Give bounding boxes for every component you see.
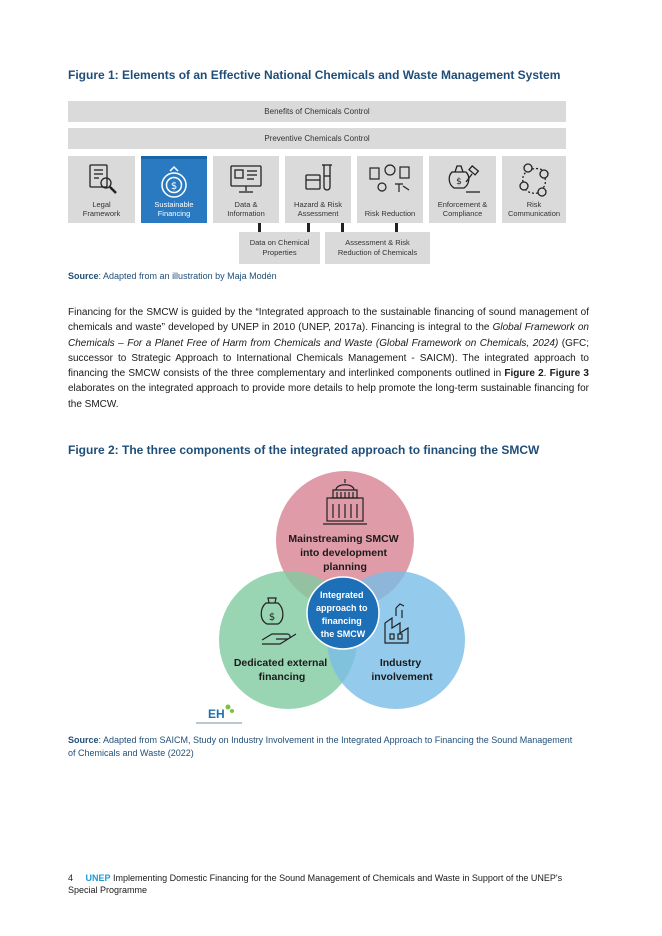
people-network-icon <box>514 162 554 200</box>
page-number: 4 <box>68 873 73 883</box>
paragraph-text: elaborates on the integrated approach to… <box>68 383 589 409</box>
figure-2-source: Source: Adapted from SAICM, Study on Ind… <box>68 734 578 760</box>
element-label: Legal Framework <box>83 200 121 220</box>
source-text: : Adapted from an illustration by Maja M… <box>99 271 277 281</box>
connector-tick <box>395 223 398 232</box>
svg-text:EH: EH <box>208 707 225 721</box>
connector-tick <box>341 223 344 232</box>
element-data-information: Data & Information <box>213 156 279 223</box>
gavel-icon: $ <box>444 162 482 196</box>
sub-box-assessment-risk: Assessment & Risk Reduction of Chemicals <box>325 232 430 264</box>
svg-text:$: $ <box>171 181 177 192</box>
eh-logo: EH <box>196 705 242 725</box>
element-enforcement-compliance: $ Enforcement & Compliance <box>429 156 496 223</box>
sub-box-data-properties: Data on Chemical Properties <box>239 232 320 264</box>
element-label: Risk Reduction <box>365 209 415 219</box>
benefits-bar: Benefits of Chemicals Control <box>68 101 566 122</box>
unep-label: UNEP <box>86 873 111 883</box>
source-label: Source <box>68 271 99 281</box>
computer-data-icon <box>228 162 264 196</box>
element-label: Enforcement & Compliance <box>438 200 488 220</box>
money-bag-icon: $ <box>156 165 192 201</box>
figure-2-reference: Figure 2 <box>504 368 543 379</box>
page-footer: 4 UNEP Implementing Domestic Financing f… <box>68 872 588 896</box>
element-risk-communication: Risk Communication <box>502 156 566 223</box>
figure-1-title: Figure 1: Elements of an Effective Natio… <box>68 68 560 82</box>
element-label: Hazard & Risk Assessment <box>294 200 342 220</box>
legal-document-icon <box>85 162 119 196</box>
body-paragraph: Financing for the SMCW is guided by the … <box>68 305 589 412</box>
element-label: Sustainable Financing <box>154 200 193 220</box>
venn-diagram: $ Mainstreaming SMCW into development pl… <box>190 468 480 730</box>
connector-tick <box>258 223 261 232</box>
lab-test-tube-icon <box>301 162 335 194</box>
element-risk-reduction: Risk Reduction <box>357 156 423 223</box>
element-sustainable-financing: $ Sustainable Financing <box>141 156 207 223</box>
connector-tick <box>307 223 310 232</box>
svg-text:$: $ <box>269 612 275 623</box>
element-label: Data & Information <box>227 200 265 220</box>
svg-text:$: $ <box>456 177 462 187</box>
figure-3-reference: Figure 3 <box>550 368 589 379</box>
footer-text: Implementing Domestic Financing for the … <box>68 873 562 895</box>
preventive-bar: Preventive Chemicals Control <box>68 128 566 149</box>
figure-2-title: Figure 2: The three components of the in… <box>68 443 539 457</box>
element-label: Risk Communication <box>508 200 560 220</box>
risk-reduction-icon <box>367 162 413 194</box>
source-text: : Adapted from SAICM, Study on Industry … <box>68 735 572 758</box>
element-hazard-risk-assessment: Hazard & Risk Assessment <box>285 156 351 223</box>
element-legal-framework: Legal Framework <box>68 156 135 223</box>
source-label: Source <box>68 735 99 745</box>
figure-1-source: Source: Adapted from an illustration by … <box>68 270 277 283</box>
